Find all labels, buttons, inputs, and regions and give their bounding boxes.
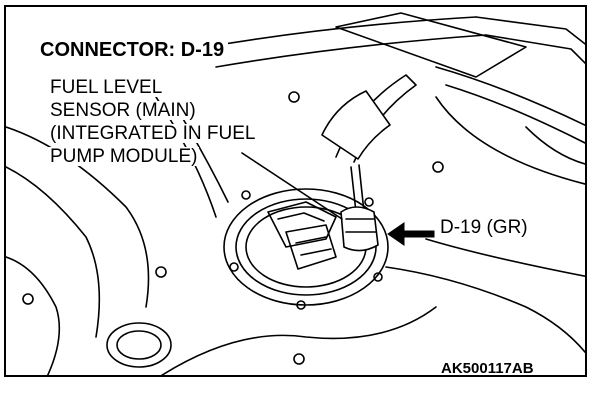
sensor-label-line-2: SENSOR (MAIN) (48, 100, 198, 121)
module-connector-detail (277, 212, 325, 222)
floor-contour (160, 306, 437, 375)
floor-contour (385, 266, 585, 354)
floor-contour (6, 126, 150, 308)
floor-grommet (22, 293, 34, 305)
flange-bolt (241, 190, 251, 200)
pump-module-flange (223, 188, 389, 306)
floor-contour (6, 166, 101, 338)
module-connector-detail (295, 236, 327, 244)
sensor-label-line-1: FUEL LEVEL (48, 77, 165, 98)
diagram-frame: CONNECTOR: D-19 FUEL LEVEL SENSOR (MAIN)… (4, 5, 587, 377)
fuel-pump-illustration (6, 12, 585, 375)
floor-oval-cutout-inner (116, 330, 162, 360)
floor-raised-panel (335, 12, 527, 78)
hose-stem (358, 164, 365, 213)
floor-grommet (288, 91, 300, 103)
flange-bolt (296, 300, 306, 310)
figure-code: AK500117AB (439, 360, 536, 377)
module-connector-housing (267, 201, 337, 248)
floor-contour (425, 238, 585, 278)
diagram-title: CONNECTOR: D-19 (36, 40, 229, 61)
floor-panel-edge (485, 34, 585, 65)
floor-panel-edge (435, 96, 585, 185)
floor-panel-edge (205, 16, 477, 48)
connector-pointer-arrow (387, 222, 435, 246)
sensor-label-line-4: PUMP MODULE) (48, 146, 200, 167)
flange-bolt (373, 272, 383, 282)
hose-clamp (321, 90, 391, 160)
floor-contour (6, 256, 61, 375)
floor-panel-edge (215, 34, 487, 68)
connector-label: D-19 (GR) (438, 217, 530, 238)
module-connector-detail (300, 248, 332, 256)
flange-bolt (229, 262, 239, 272)
floor-oval-cutout (106, 322, 172, 368)
floor-panel-edge (525, 126, 585, 165)
sensor-label-line-3: (INTEGRATED IN FUEL (48, 123, 258, 144)
floor-panel-edge (445, 84, 585, 144)
d19-connector (340, 206, 379, 252)
floor-grommet (293, 353, 305, 365)
floor-panel-edge (475, 16, 585, 45)
floor-grommet (432, 161, 444, 173)
floor-panel-edge (435, 66, 585, 126)
sensor-leader-line (241, 152, 343, 220)
floor-grommet (155, 266, 167, 278)
module-connector-body (285, 224, 337, 270)
hose-stem (350, 166, 357, 213)
flange-bolt (364, 197, 374, 207)
